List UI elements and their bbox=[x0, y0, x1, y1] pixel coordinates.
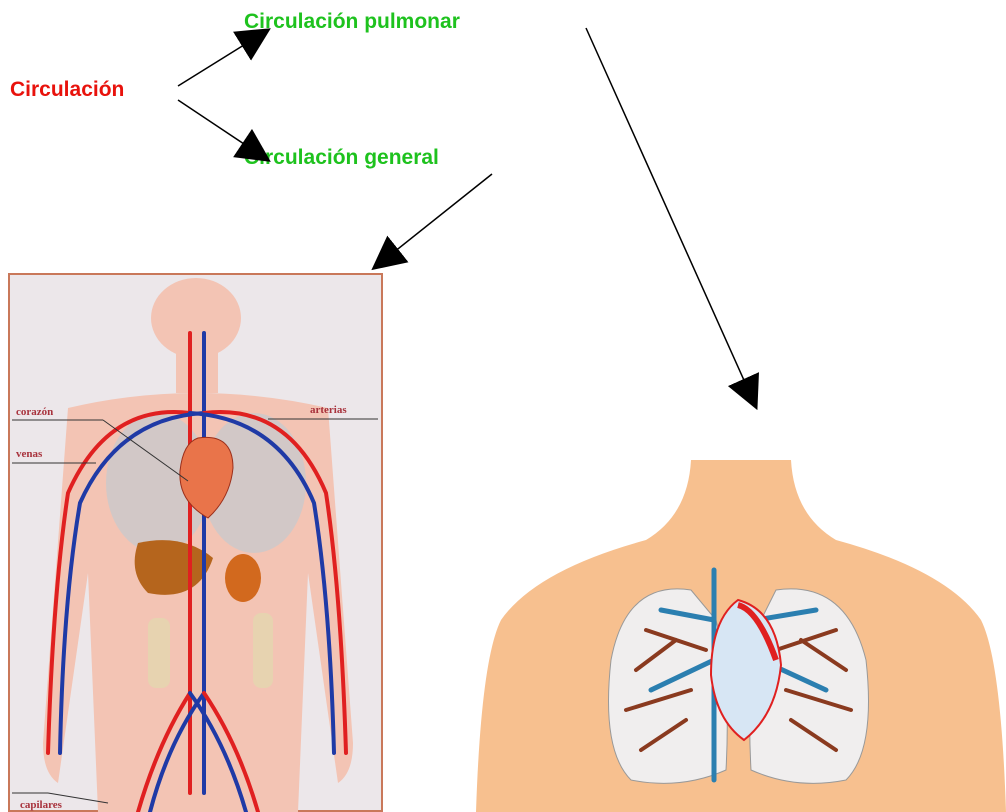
arrow-to-general bbox=[178, 100, 268, 160]
pulmonary-circulation-illustration bbox=[476, 460, 1006, 812]
systemic-circulation-illustration: corazón arterias venas capilares bbox=[8, 273, 383, 812]
label-arterias: arterias bbox=[310, 404, 347, 416]
label-corazon: corazón bbox=[16, 406, 53, 418]
label-venas: venas bbox=[16, 448, 43, 460]
arrow-to-pulmonar bbox=[178, 30, 268, 86]
arrow-pulmonar-to-lungs bbox=[586, 28, 756, 407]
label-capilares: capilares bbox=[20, 799, 63, 811]
arrow-general-to-body bbox=[374, 174, 492, 268]
